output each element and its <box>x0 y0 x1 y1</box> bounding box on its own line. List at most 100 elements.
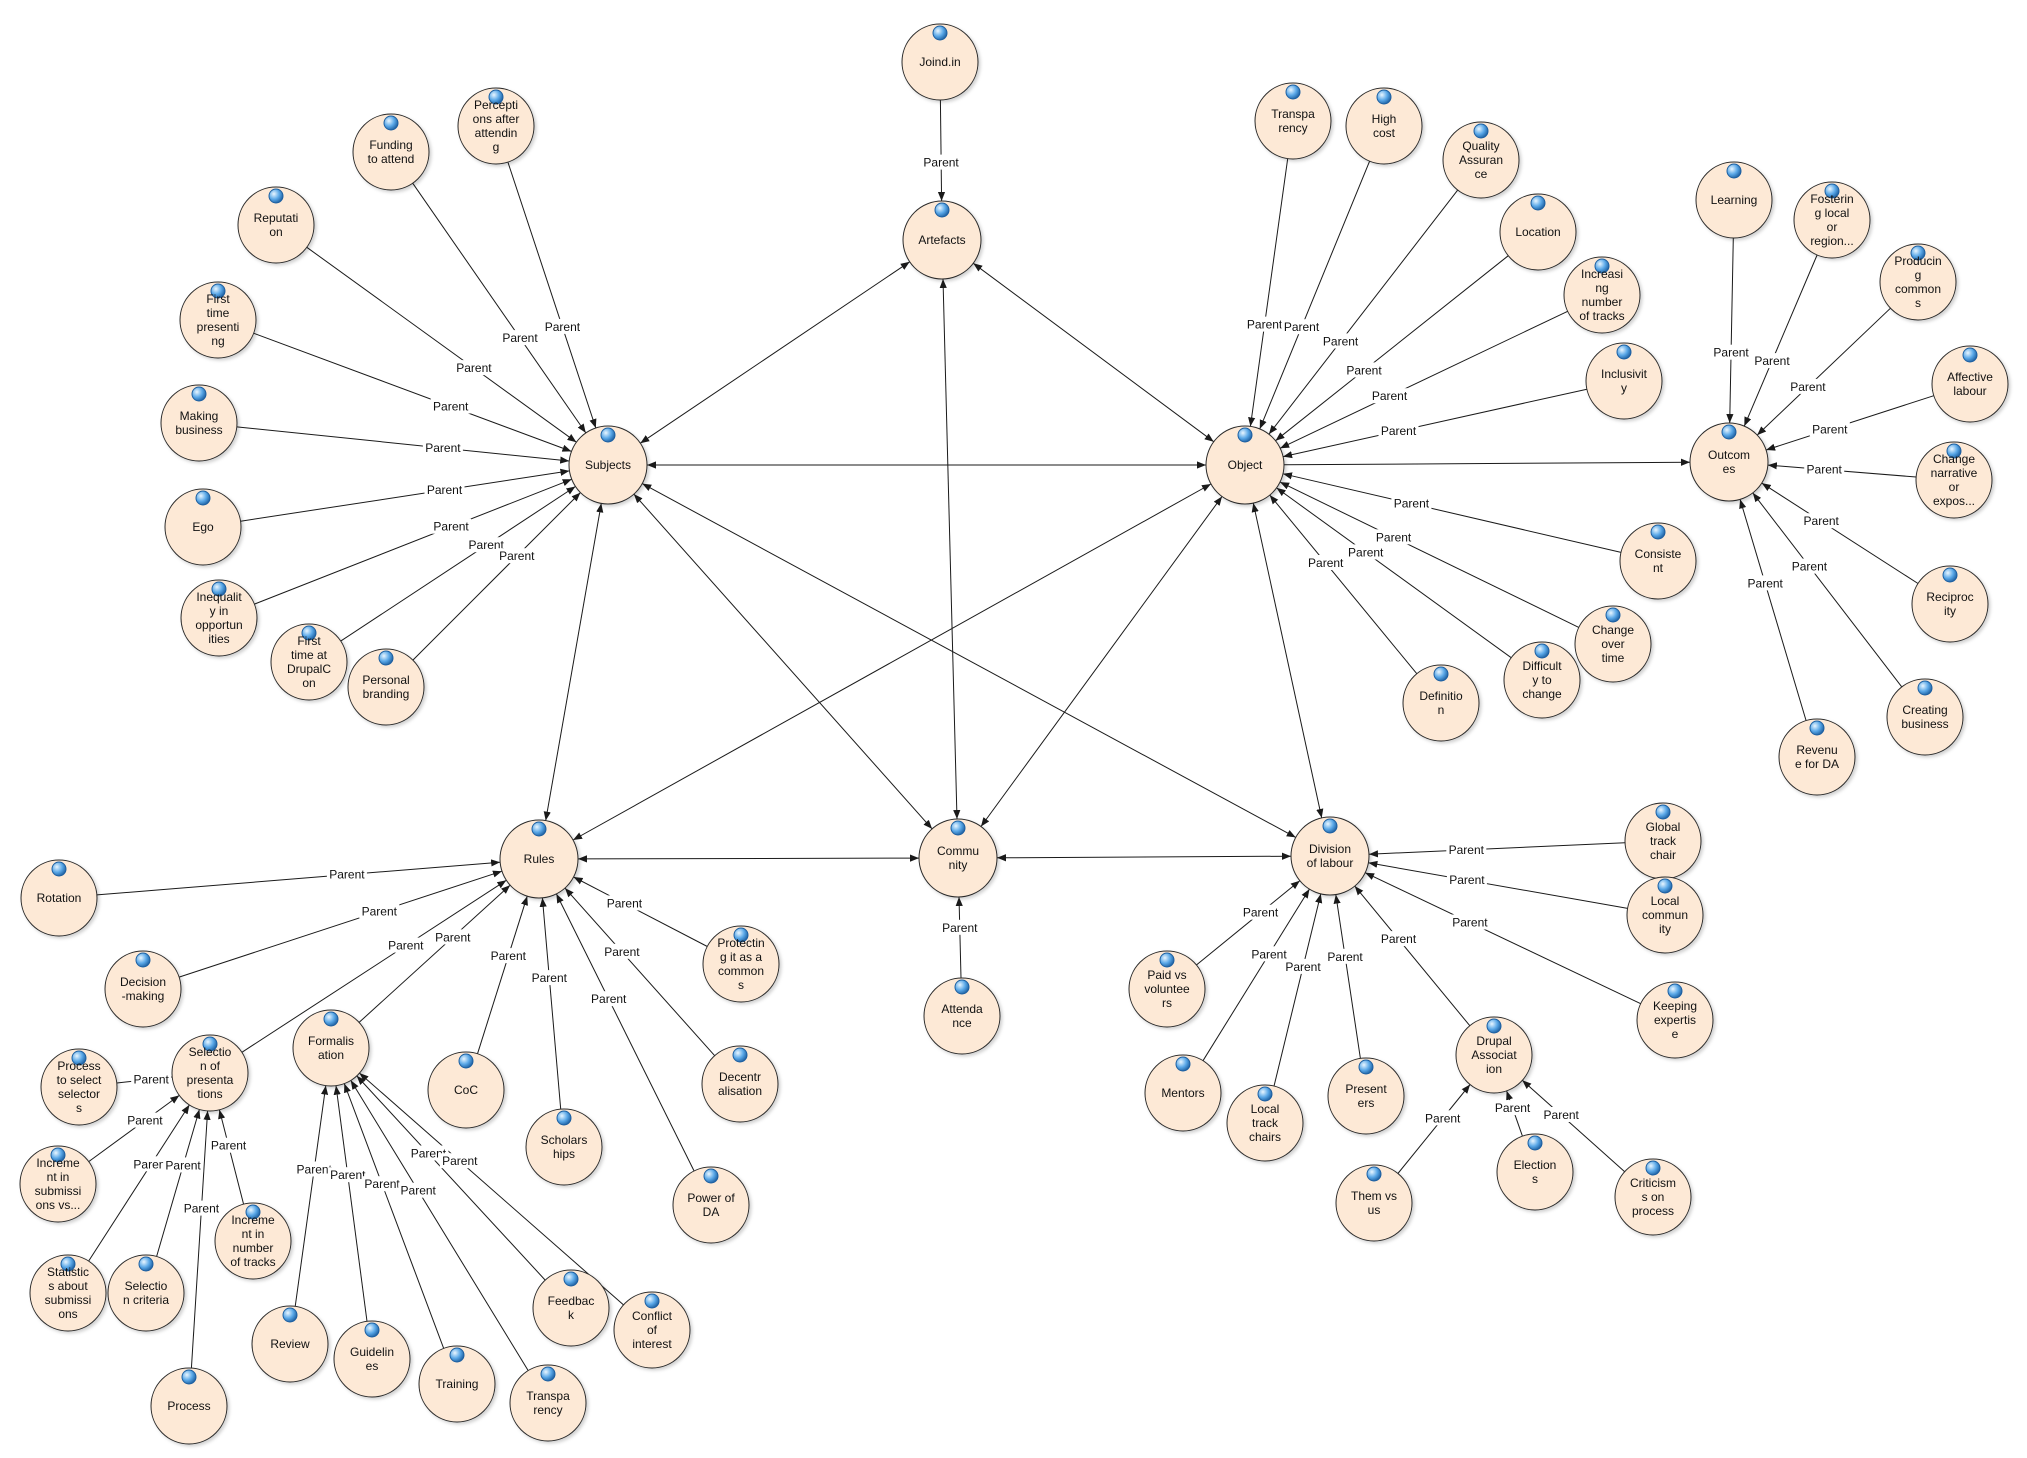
node-circle[interactable] <box>1931 345 2009 423</box>
node-decision[interactable]: Decision-making <box>104 950 182 1028</box>
node-circle[interactable] <box>347 648 425 726</box>
node-circle[interactable] <box>1226 1084 1304 1162</box>
node-circle[interactable] <box>171 1034 249 1112</box>
node-rotation[interactable]: Rotation <box>20 859 98 937</box>
node-circle[interactable] <box>214 1202 292 1280</box>
node-circle[interactable] <box>292 1009 370 1087</box>
node-subjects[interactable]: Subjects <box>568 425 648 505</box>
node-circle[interactable] <box>270 623 348 701</box>
node-circle[interactable] <box>1503 641 1581 719</box>
node-circle[interactable] <box>901 23 979 101</box>
node-circle[interactable] <box>1626 876 1704 954</box>
node-circle[interactable] <box>923 977 1001 1055</box>
node-location[interactable]: Location <box>1499 193 1577 271</box>
node-coc[interactable]: CoC <box>427 1051 505 1129</box>
node-circle[interactable] <box>1402 664 1480 742</box>
node-training[interactable]: Training <box>418 1345 496 1423</box>
node-circle[interactable] <box>237 186 315 264</box>
node-circle[interactable] <box>1636 981 1714 1059</box>
node-circle[interactable] <box>1619 522 1697 600</box>
node-circle[interactable] <box>1327 1057 1405 1135</box>
node-circle[interactable] <box>1911 565 1989 643</box>
node-circle[interactable] <box>179 281 257 359</box>
node-circle[interactable] <box>107 1254 185 1332</box>
node-circle[interactable] <box>251 1305 329 1383</box>
node-circle[interactable] <box>1345 87 1423 165</box>
node-circle[interactable] <box>902 200 982 280</box>
node-circle[interactable] <box>1290 816 1370 896</box>
node-circle[interactable] <box>1778 718 1856 796</box>
node-circle[interactable] <box>1205 425 1285 505</box>
node-circle[interactable] <box>160 384 238 462</box>
node-circle[interactable] <box>918 818 998 898</box>
node-circle[interactable] <box>164 488 242 566</box>
node-circle[interactable] <box>702 925 780 1003</box>
node-artefacts[interactable]: Artefacts <box>902 200 982 280</box>
node-circle[interactable] <box>672 1166 750 1244</box>
node-circle[interactable] <box>352 113 430 191</box>
node-circle[interactable] <box>1496 1133 1574 1211</box>
node-circle[interactable] <box>29 1254 107 1332</box>
node-circle[interactable] <box>1455 1016 1533 1094</box>
node-circle[interactable] <box>1144 1054 1222 1132</box>
node-circle[interactable] <box>333 1320 411 1398</box>
node-circle[interactable] <box>1886 678 1964 756</box>
node-circle[interactable] <box>1574 605 1652 683</box>
node-circle[interactable] <box>104 950 182 1028</box>
node-circle[interactable] <box>1499 193 1577 271</box>
node-circle[interactable] <box>40 1048 118 1126</box>
node-rules[interactable]: Rules <box>499 819 579 899</box>
node-circle[interactable] <box>427 1051 505 1129</box>
node-ego[interactable]: Ego <box>164 488 242 566</box>
node-circle[interactable] <box>1335 1164 1413 1242</box>
node-circle[interactable] <box>180 579 258 657</box>
node-circle[interactable] <box>1442 121 1520 199</box>
node-review[interactable]: Review <box>251 1305 329 1383</box>
node-circle[interactable] <box>1879 243 1957 321</box>
node-circle[interactable] <box>1793 181 1871 259</box>
node-circle[interactable] <box>1563 256 1641 334</box>
